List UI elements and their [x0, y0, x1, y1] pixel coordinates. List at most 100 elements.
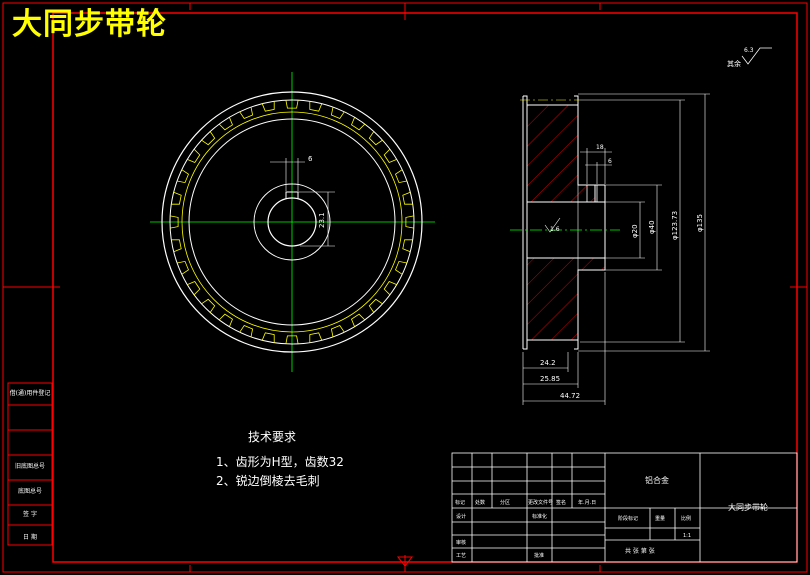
roughness-symbol [741, 47, 772, 65]
section-view: φ20 φ40 φ123.73 φ135 18 6 1.6 24.2 25.85 [510, 93, 710, 405]
tb-header-0: 标记 [455, 499, 465, 506]
tooth-groove [330, 325, 345, 337]
tooth-groove [261, 101, 275, 112]
tooth-groove [170, 215, 179, 229]
diameter-dimensions [578, 93, 710, 352]
tb-row-design: 设计 [456, 513, 466, 520]
keyway [285, 191, 299, 199]
front-view: 6 23.1 [150, 72, 435, 372]
tooth-groove [261, 332, 275, 343]
tooth-groove [309, 101, 323, 112]
bore-depth-dimension [298, 191, 335, 247]
side-label-3: 底图总号 [17, 488, 42, 495]
tooth-groove [218, 313, 233, 327]
roughness-value: 6.3 [744, 47, 754, 54]
bore-depth-value: 23.1 [318, 212, 326, 228]
tooth-groove [330, 107, 345, 119]
tb-header-2: 分区 [500, 499, 510, 506]
section-hatch-upper [526, 104, 596, 203]
dim-b2: 25.85 [540, 375, 560, 383]
tooth-ring [169, 99, 415, 345]
drawing-title: 大同步带轮 [12, 7, 167, 42]
side-label-2: 旧底图总号 [14, 463, 45, 470]
tooth-groove [395, 260, 407, 275]
dim-b3: 44.72 [560, 392, 580, 400]
tb-std-label: 标准化 [532, 513, 547, 520]
root-circle [188, 118, 396, 326]
tooth-groove [285, 335, 299, 344]
tb-weight-label: 重量 [655, 515, 665, 522]
key-width-dimension [270, 158, 305, 191]
title-block [451, 452, 798, 563]
side-label-column [7, 382, 53, 546]
dim-top2: 6 [608, 158, 612, 165]
tooth-groove [239, 325, 254, 337]
tooth-groove [171, 191, 182, 205]
bottom-dimensions [522, 272, 606, 405]
dim-d1: φ20 [631, 224, 639, 238]
dim-d4: φ135 [696, 214, 704, 232]
outer-circle [161, 91, 423, 353]
bore-roughness-symbol [544, 217, 561, 233]
tooth-groove [405, 215, 414, 229]
tooth-groove [177, 169, 189, 184]
tech-requirements-heading: 技术要求 [248, 430, 297, 444]
tooth-groove [368, 131, 383, 146]
tech-requirement-1: 1、齿形为H型，齿数32 [216, 455, 344, 469]
side-label-5: 日 期 [23, 534, 37, 541]
tooth-groove [402, 239, 413, 253]
section-hatch-lower [526, 257, 606, 341]
tooth-groove [239, 107, 254, 119]
tb-header-1: 处数 [475, 499, 485, 506]
tooth-groove [395, 169, 407, 184]
side-label-4: 签 字 [23, 511, 37, 518]
tooth-groove [351, 313, 366, 327]
tooth-groove [177, 260, 189, 275]
tooth-groove [201, 131, 216, 146]
dim-top1: 18 [596, 144, 604, 151]
tooth-groove [187, 148, 201, 163]
tb-row-review: 审核 [456, 539, 466, 546]
tooth-groove [201, 298, 216, 313]
bore-circle [267, 197, 317, 247]
tooth-tip-circle [169, 99, 415, 345]
tooth-groove [285, 100, 299, 109]
tb-scale-label: 比例 [681, 515, 691, 522]
tooth-groove [309, 332, 323, 343]
key-width-value: 6 [308, 155, 313, 163]
tooth-groove [218, 117, 233, 131]
tb-scale-value: 1:1 [683, 533, 691, 539]
side-label-1: 借(通)用件登记 [9, 390, 51, 397]
tb-part-name: 大同步带轮 [728, 502, 768, 512]
tooth-groove [383, 148, 397, 163]
hub-circle [253, 183, 331, 261]
tooth-groove [383, 281, 397, 296]
tb-material: 铝合金 [645, 475, 669, 485]
dim-rough: 1.6 [550, 226, 560, 233]
tb-header-3: 更改文件号 [528, 499, 553, 506]
dim-d3: φ123.73 [671, 211, 679, 240]
tb-header-4: 签名 [556, 499, 566, 506]
roughness-note: 6.3 其余 [727, 47, 772, 68]
tooth-groove [171, 239, 182, 253]
inner-border [52, 12, 798, 563]
tb-row-process: 工艺 [456, 553, 466, 559]
centering-marks [3, 3, 807, 572]
tech-requirement-2: 2、锐边倒棱去毛刺 [216, 474, 320, 488]
section-keyway [586, 184, 598, 203]
tooth-groove [368, 298, 383, 313]
dim-d2: φ40 [648, 220, 656, 234]
tooth-groove [187, 281, 201, 296]
tb-stage-label: 阶段标记 [618, 515, 638, 522]
roughness-label: 其余 [727, 59, 741, 68]
tooth-groove [402, 191, 413, 205]
tb-header-5: 年.月.日 [578, 499, 596, 506]
tooth-groove [351, 117, 366, 131]
dim-b1: 24.2 [540, 359, 556, 367]
tb-approve-label: 批准 [534, 552, 544, 559]
tb-sheets: 共 张 第 张 [625, 547, 655, 555]
top-dimensions [580, 148, 612, 184]
pitch-circle [181, 111, 403, 333]
